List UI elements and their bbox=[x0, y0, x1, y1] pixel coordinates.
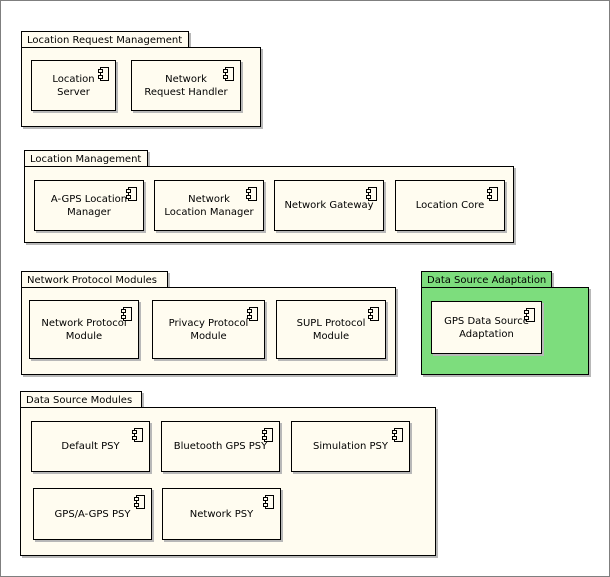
component-label-line1: Location bbox=[52, 73, 95, 85]
component-label-line1: Default PSY bbox=[61, 441, 120, 452]
uml-component-icon bbox=[223, 67, 234, 81]
component-label-line1: Bluetooth GPS PSY bbox=[173, 441, 268, 452]
uml-component-icon bbox=[126, 187, 137, 201]
component-label-line2: Module bbox=[65, 330, 103, 342]
package-data-source-modules: Data Source Modules Default PSY Bluetoot… bbox=[20, 391, 438, 558]
component-label-line1: Privacy Protocol bbox=[168, 317, 249, 329]
component-label-line2: Manager bbox=[67, 206, 111, 218]
component-simulation-psy[interactable]: Simulation PSY bbox=[291, 421, 410, 472]
component-supl-protocol-module[interactable]: SUPL Protocol Module bbox=[276, 300, 386, 359]
component-label-line1: GPS Data Source bbox=[444, 315, 529, 327]
component-default-psy[interactable]: Default PSY bbox=[31, 421, 150, 472]
component-gps-agps-psy[interactable]: GPS/A-GPS PSY bbox=[33, 488, 152, 540]
component-location-server[interactable]: Location Server bbox=[31, 60, 116, 111]
uml-component-icon bbox=[487, 187, 498, 201]
package-title: Location Management bbox=[30, 154, 142, 165]
package-location-request-management: Location Request Management Location Ser… bbox=[21, 31, 263, 129]
component-label-line1: Network Protocol bbox=[41, 317, 127, 329]
component-location-core[interactable]: Location Core bbox=[395, 180, 505, 231]
component-agps-location-manager[interactable]: A-GPS Location Manager bbox=[34, 180, 144, 231]
component-bluetooth-gps-psy[interactable]: Bluetooth GPS PSY bbox=[161, 421, 280, 472]
uml-component-icon bbox=[262, 428, 273, 442]
component-network-psy[interactable]: Network PSY bbox=[162, 488, 281, 540]
uml-component-icon bbox=[366, 187, 377, 201]
uml-component-icon bbox=[368, 307, 379, 321]
package-tab: Location Request Management bbox=[21, 31, 189, 48]
uml-component-icon bbox=[134, 495, 145, 509]
package-tab: Data Source Adaptation bbox=[421, 271, 552, 288]
component-label-line1: Network Gateway bbox=[284, 200, 374, 211]
package-title: Network Protocol Modules bbox=[27, 275, 157, 286]
component-network-location-manager[interactable]: Network Location Manager bbox=[154, 180, 264, 231]
component-network-gateway[interactable]: Network Gateway bbox=[274, 180, 384, 231]
uml-component-icon bbox=[247, 307, 258, 321]
component-label-line2: Server bbox=[57, 86, 90, 98]
component-label-line2: Location Manager bbox=[164, 206, 254, 218]
uml-component-icon bbox=[132, 428, 143, 442]
component-label-line1: Simulation PSY bbox=[313, 441, 388, 452]
component-network-protocol-module[interactable]: Network Protocol Module bbox=[29, 300, 139, 359]
package-title: Data Source Adaptation bbox=[427, 275, 547, 286]
component-privacy-protocol-module[interactable]: Privacy Protocol Module bbox=[152, 300, 265, 359]
package-data-source-adaptation: Data Source Adaptation GPS Data Source A… bbox=[421, 271, 591, 376]
component-label-line1: Location Core bbox=[415, 200, 485, 211]
package-tab: Network Protocol Modules bbox=[21, 271, 168, 288]
uml-component-icon bbox=[246, 187, 257, 201]
uml-component-icon bbox=[392, 428, 403, 442]
component-label-line1: Network bbox=[188, 193, 230, 205]
uml-component-icon bbox=[121, 307, 132, 321]
component-gps-data-source-adaptation[interactable]: GPS Data Source Adaptation bbox=[431, 301, 542, 354]
component-label-line1: SUPL Protocol bbox=[296, 317, 366, 329]
package-tab: Data Source Modules bbox=[20, 391, 142, 408]
component-network-request-handler[interactable]: Network Request Handler bbox=[131, 60, 241, 111]
package-title: Data Source Modules bbox=[26, 395, 133, 406]
component-label-line1: Network PSY bbox=[189, 508, 254, 520]
component-label-line2: Request Handler bbox=[144, 86, 228, 98]
package-title: Location Request Management bbox=[27, 35, 183, 46]
component-label-line2: Adaptation bbox=[459, 328, 514, 340]
uml-component-icon bbox=[524, 308, 535, 322]
uml-component-icon bbox=[263, 495, 274, 509]
component-label-line1: GPS/A-GPS PSY bbox=[54, 508, 131, 520]
package-location-management: Location Management A-GPS Location Manag… bbox=[24, 150, 516, 245]
component-label-line1: Network bbox=[165, 73, 207, 85]
uml-component-icon bbox=[98, 67, 109, 81]
package-network-protocol-modules: Network Protocol Modules Network Protoco… bbox=[21, 271, 398, 377]
component-label-line1: A-GPS Location bbox=[50, 193, 128, 205]
component-label-line2: Module bbox=[190, 330, 227, 342]
component-label-line2: Module bbox=[312, 330, 350, 342]
package-tab: Location Management bbox=[24, 150, 148, 167]
